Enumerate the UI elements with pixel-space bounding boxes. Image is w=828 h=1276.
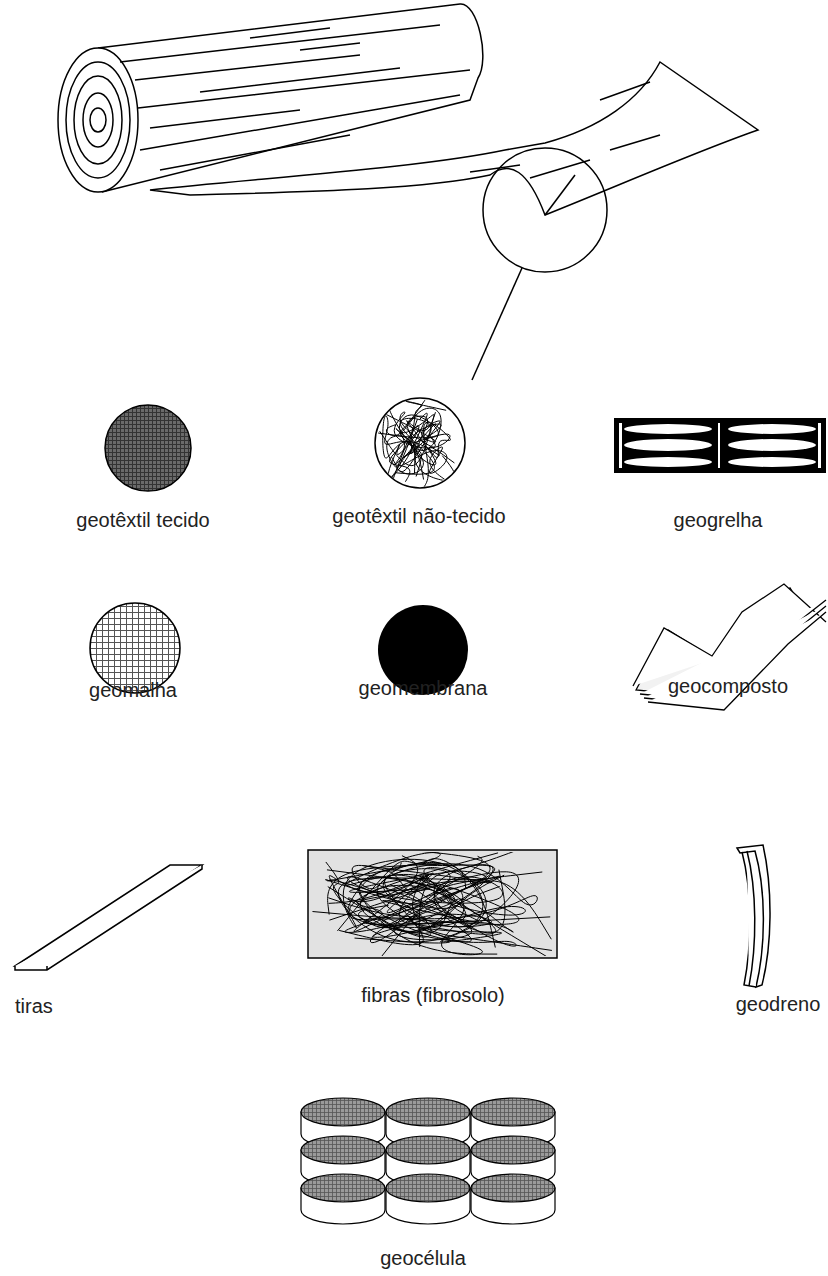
fiber-stroke — [378, 415, 438, 466]
strip-symbol — [15, 865, 202, 970]
cell-top — [386, 1174, 470, 1202]
fiber-stroke — [312, 864, 551, 951]
part-name: geogrelha — [674, 508, 763, 532]
cell-top — [471, 1136, 555, 1164]
part-name: geotêxtil não-tecido — [332, 504, 505, 528]
geodrain-symbol — [737, 845, 770, 987]
cell-top — [471, 1174, 555, 1202]
geogrid-symbol — [614, 418, 826, 473]
geocell-symbol — [301, 1098, 555, 1224]
woven-geotextile-symbol — [105, 405, 191, 491]
cell-top — [386, 1136, 470, 1164]
fiber-stroke — [383, 868, 554, 956]
part-name: geomalha — [89, 678, 177, 702]
fiber-stroke — [348, 856, 500, 933]
nonwoven-geotextile-symbol — [375, 398, 465, 488]
cell-top — [301, 1136, 385, 1164]
part-name: geocomposto — [668, 674, 788, 698]
cell-top — [471, 1098, 555, 1126]
geosynthetic-roll — [58, 4, 758, 380]
fiber-stroke — [328, 863, 442, 915]
fiber-stroke — [424, 423, 455, 488]
part-name: tiras — [15, 994, 53, 1018]
part-name: geomembrana — [359, 676, 488, 700]
fiber-stroke — [383, 413, 440, 472]
cell-top — [301, 1098, 385, 1126]
cell-top — [386, 1098, 470, 1126]
part-name: geocélula — [380, 1246, 466, 1270]
geocomposite-symbol — [633, 584, 826, 710]
cell-top — [301, 1174, 385, 1202]
fiber-stroke — [329, 872, 518, 943]
part-name: geotêxtil tecido — [76, 508, 209, 532]
part-name: fibras (fibrosolo) — [361, 983, 504, 1007]
part-name: geodreno — [736, 992, 821, 1016]
fiber-symbol — [308, 847, 557, 962]
